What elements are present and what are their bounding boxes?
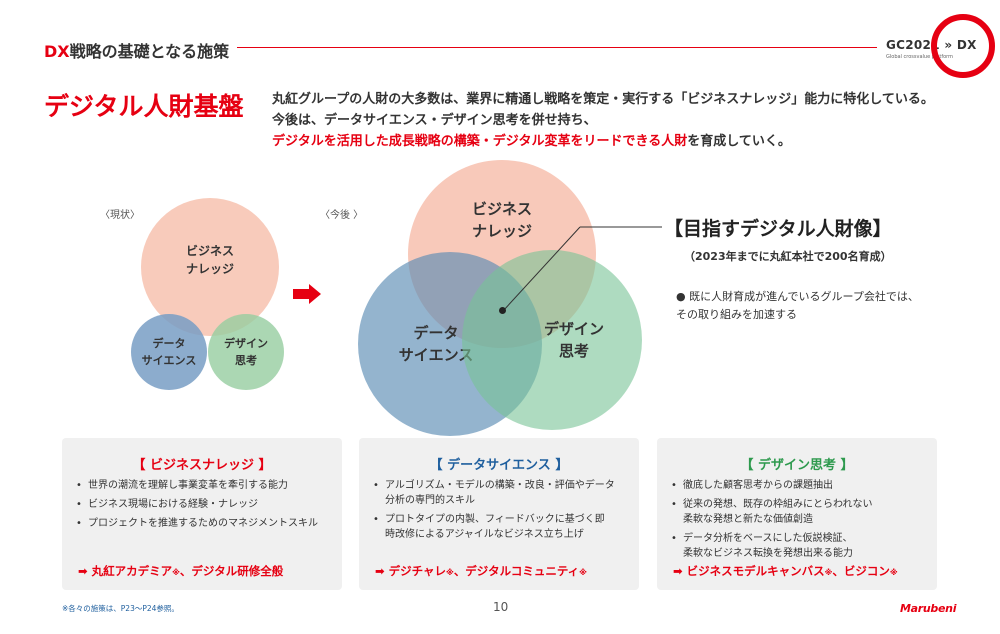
card-footer-main: ➡ ビジネスモデルキャンバス <box>673 564 825 578</box>
list-item: 世界の潮流を理解し事業変革を牽引する能力 <box>76 478 332 493</box>
label-current: 〈現状〉 <box>100 210 140 221</box>
target-subtitle: （2023年までに丸紅本社で200名育成） <box>684 250 892 263</box>
footnote-mark: ※ <box>889 568 898 577</box>
arrow-right-icon <box>309 284 321 304</box>
footnote: ※各々の施策は、P23～P24参照。 <box>62 604 179 613</box>
footnote-mark: ※ <box>824 568 833 577</box>
card-footer: ➡ ビジネスモデルキャンバス※、ビジコン※ <box>673 563 898 579</box>
intro-line-3: デジタルを活用した成長戦略の構築・デジタル変革をリードできる人財を育成していく。 <box>272 131 934 152</box>
card-footer-rest: 、デジタルコミュニティ <box>453 564 580 578</box>
intersection-dot <box>499 307 506 314</box>
gc-logo-ring <box>931 14 995 78</box>
card-design-thinking: 【 デザイン思考 】 徹底した顧客思考からの課題抽出 従来の発想、既存の枠組みに… <box>657 438 937 590</box>
gc-subtitle: Global crossvalue platform <box>886 54 953 60</box>
card-footer-rest: 、デジタル研修全般 <box>179 564 284 578</box>
card-title: 【 データサイエンス 】 <box>429 458 569 473</box>
card-footer-rest: 、ビジコン <box>832 564 890 578</box>
card-footer-main: ➡ 丸紅アカデミア <box>78 564 173 578</box>
future-design-circle: デザイン 思考 <box>462 250 642 430</box>
card-footer: ➡ 丸紅アカデミア※、デジタル研修全般 <box>78 563 283 579</box>
card-list: 世界の潮流を理解し事業変革を牽引する能力 ビジネス現場における経験・ナレッジ プ… <box>76 478 332 535</box>
card-title: 【 ビジネスナレッジ 】 <box>132 458 272 473</box>
card-footer: ➡ デジチャレ※、デジタルコミュニティ※ <box>375 563 587 579</box>
card-data-science: 【 データサイエンス 】 アルゴリズム・モデルの構築・改良・評価やデータ 分析の… <box>359 438 639 590</box>
intro-line-2: 今後は、データサイエンス・デザイン思考を併せ持ち、 <box>272 113 597 128</box>
current-business-circle: ビジネス ナレッジ <box>141 198 279 336</box>
list-item: アルゴリズム・モデルの構築・改良・評価やデータ 分析の専門的スキル <box>373 478 629 508</box>
intro-line-3-rest: を育成していく。 <box>687 134 791 149</box>
card-footer-main: ➡ デジチャレ <box>375 564 447 578</box>
target-heading: 【目指すデジタル人財像】 <box>664 218 892 240</box>
intro-highlight: デジタルを活用した成長戦略の構築・デジタル変革をリードできる人財 <box>272 134 688 149</box>
section-title-text: 戦略の基礎となる施策 <box>69 42 230 61</box>
list-item: 従来の発想、既存の枠組みにとらわれない 柔軟な発想と新たな価値創造 <box>671 497 927 527</box>
label-future: 〈今後 〉 <box>320 210 364 221</box>
list-item: ビジネス現場における経験・ナレッジ <box>76 497 332 512</box>
current-design-circle: デザイン 思考 <box>208 314 284 390</box>
section-title: DX戦略の基礎となる施策 <box>44 38 229 62</box>
page-number: 10 <box>493 600 509 614</box>
header-divider <box>237 47 877 48</box>
marubeni-logo: Marubeni <box>900 602 957 615</box>
card-business-knowledge: 【 ビジネスナレッジ 】 世界の潮流を理解し事業変革を牽引する能力 ビジネス現場… <box>62 438 342 590</box>
list-item: データ分析をベースにした仮説検証、 柔軟なビジネス転換を発想出来る能力 <box>671 531 927 561</box>
arrow-stem <box>293 289 309 299</box>
target-bullet: ● 既に人財育成が進んでいるグループ会社では、 その取り組みを加速する <box>676 290 919 321</box>
list-item: プロトタイプの内製、フィードバックに基づく即 時改修によるアジャイルなビジネス立… <box>373 512 629 542</box>
footnote-mark: ※ <box>446 568 454 577</box>
current-data-circle: データ サイエンス <box>131 314 207 390</box>
page-title: デジタル人財基盤 <box>44 92 244 121</box>
intro-line-1: 丸紅グループの人財の大多数は、業界に精通し戦略を策定・実行する「ビジネスナレッジ… <box>272 92 934 107</box>
card-title: 【 デザイン思考 】 <box>740 458 854 473</box>
list-item: プロジェクトを推進するためのマネジメントスキル <box>76 516 332 531</box>
footnote-mark: ※ <box>172 568 180 577</box>
card-list: 徹底した顧客思考からの課題抽出 従来の発想、既存の枠組みにとらわれない 柔軟な発… <box>671 478 927 565</box>
card-list: アルゴリズム・モデルの構築・改良・評価やデータ 分析の専門的スキル プロトタイプ… <box>373 478 629 546</box>
intro-text: 丸紅グループの人財の大多数は、業界に精通し戦略を策定・実行する「ビジネスナレッジ… <box>272 89 934 152</box>
section-title-prefix: DX <box>44 42 70 61</box>
footnote-mark: ※ <box>579 568 587 577</box>
list-item: 徹底した顧客思考からの課題抽出 <box>671 478 927 493</box>
